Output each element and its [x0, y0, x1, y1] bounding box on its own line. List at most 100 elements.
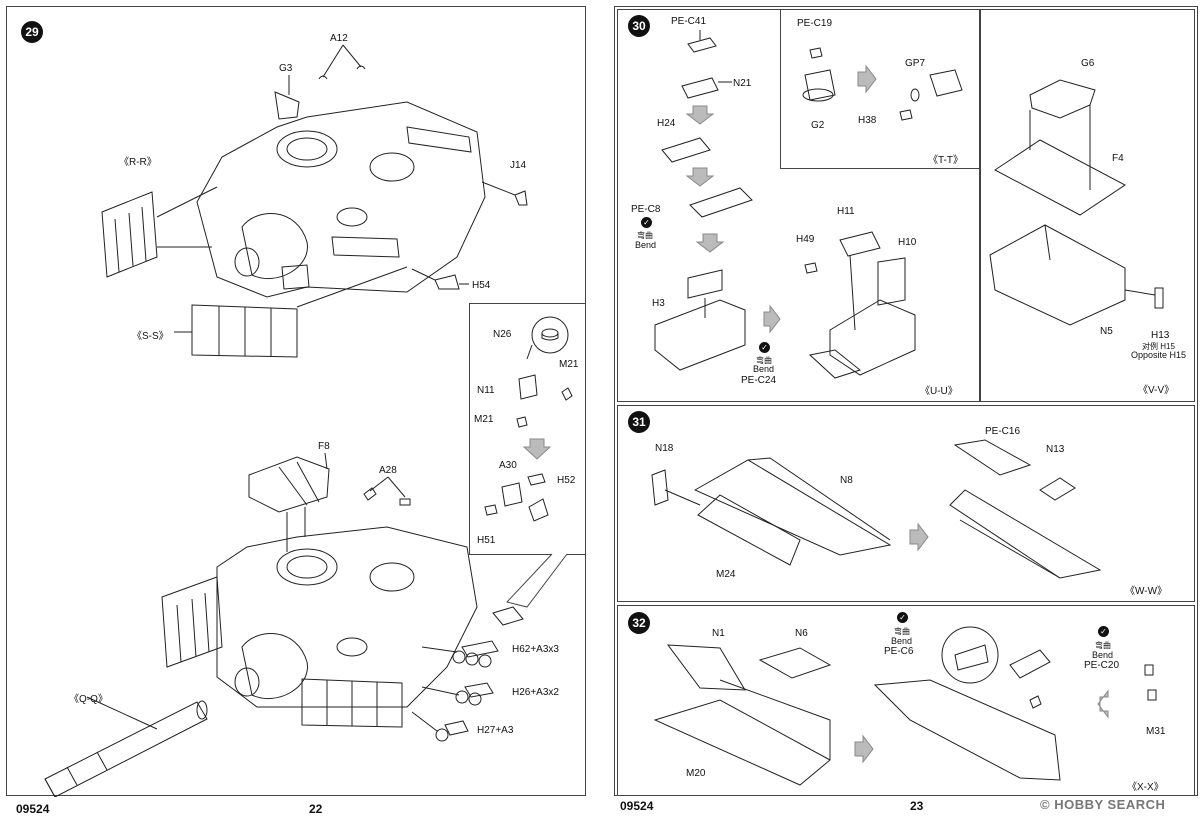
label-n5: N5 [1100, 326, 1113, 337]
bend-en-4: Bend [1092, 650, 1114, 660]
label-pe-c16: PE-C16 [985, 426, 1021, 437]
label-m24: M24 [716, 569, 736, 580]
label-a30: A30 [499, 460, 517, 471]
step-30-vv-panel [980, 9, 1195, 402]
label-pe-c8: PE-C8 [631, 204, 661, 215]
label-h26: H26+A3x2 [512, 687, 559, 698]
j14-part-outline [514, 190, 528, 206]
label-n18: N18 [655, 443, 674, 454]
n11-part-outline [518, 374, 538, 400]
step-32-marker: 32 [628, 612, 650, 634]
label-a28: A28 [379, 465, 397, 476]
step-30-tt-panel [780, 9, 980, 169]
pe-c41-plate [687, 37, 717, 53]
footer-left-code: 09524 [16, 802, 50, 816]
label-g3: G3 [279, 63, 293, 74]
watermark: © HOBBY SEARCH [1040, 797, 1166, 812]
step-31-marker: 31 [628, 411, 650, 433]
label-h10: H10 [898, 237, 917, 248]
section-tt: 《T-T》 [928, 155, 963, 166]
inset-pointer [506, 553, 568, 608]
pe-c6-magnifier [941, 626, 999, 684]
upper-loader-hatch [369, 152, 415, 182]
label-pe-c20: PE-C20 [1084, 660, 1120, 671]
g6-hatch [1029, 79, 1096, 119]
label-n26: N26 [493, 329, 512, 340]
h54-part-outline [434, 274, 460, 290]
pe-c8-assembly [689, 187, 753, 218]
step-29-inset-box [469, 303, 586, 555]
section-qq: 《Q-Q》 [69, 694, 108, 705]
label-f8: F8 [318, 441, 330, 452]
ss-side-armor [191, 304, 298, 358]
label-gp7: GP7 [905, 58, 926, 69]
qq-gun-barrel [44, 700, 208, 797]
gp7-assembly [929, 69, 963, 97]
label-pe-c6: PE-C6 [884, 646, 914, 657]
section-ww: 《W-W》 [1125, 586, 1168, 597]
n1-plate [666, 644, 746, 691]
bend-en-3: Bend [891, 636, 913, 646]
n13-part [1039, 477, 1076, 501]
n5-hull-box [989, 224, 1126, 326]
label-pe-c41: PE-C41 [671, 16, 707, 27]
m24-hull-side [697, 494, 801, 566]
label-h15-en: Opposite H15 [1131, 350, 1187, 360]
label-pe-c24: PE-C24 [741, 375, 777, 386]
label-m20: M20 [686, 768, 706, 779]
assembled-hull-side [949, 489, 1102, 579]
rr-side-armor-upper [101, 191, 158, 278]
footer-right-page: 23 [910, 799, 924, 813]
h62-smoke-dischargers [452, 640, 499, 668]
h26-smoke-dischargers [455, 682, 494, 706]
n21-bracket [681, 77, 719, 99]
a30-part-outline [501, 482, 523, 507]
x-x-assembly [873, 679, 1061, 781]
pe-c24-plate [808, 349, 862, 379]
label-n1: N1 [712, 628, 725, 639]
left-page: 29 [6, 6, 586, 816]
h24-bracket [661, 137, 711, 163]
section-ss: 《S-S》 [132, 331, 169, 342]
f4-frame [994, 139, 1126, 216]
label-n13: N13 [1046, 444, 1065, 455]
step-29-drawing [44, 44, 573, 797]
bend-icon-1: ✓ [641, 217, 652, 228]
label-h52: H52 [557, 475, 576, 486]
upper-gun-mantlet [241, 213, 308, 280]
h11-h10-seat-assembly [829, 299, 916, 376]
step-31-panel [617, 405, 1195, 602]
n8-hull-side [693, 459, 892, 556]
h3-seat-assembly [654, 299, 746, 371]
label-h3: H3 [652, 298, 665, 309]
label-h11: H11 [837, 206, 855, 217]
upper-turret-outline [196, 101, 486, 298]
upper-commander-hatch [276, 130, 338, 168]
pe-c16-plate [953, 439, 1032, 476]
n26-magnifier [531, 316, 569, 354]
n18-part [651, 469, 669, 506]
label-h62: H62+A3x3 [512, 644, 559, 655]
label-m31: M31 [1146, 726, 1166, 737]
step-30-marker: 30 [628, 15, 650, 37]
label-g2: G2 [811, 120, 825, 131]
label-h24: H24 [657, 118, 676, 129]
label-n11: N11 [477, 385, 495, 396]
label-h51: H51 [477, 535, 496, 546]
bend-en-2: Bend [753, 364, 775, 374]
label-h27: H27+A3 [477, 725, 514, 736]
label-j14: J14 [510, 160, 527, 171]
bend-cn-2: 弯曲 [756, 356, 772, 365]
section-vv: 《V-V》 [1138, 385, 1175, 396]
n6-part [758, 647, 832, 679]
step-32-panel [617, 605, 1195, 796]
step-29-marker: 29 [21, 21, 43, 43]
bend-en-1: Bend [635, 240, 657, 250]
footer-left-page: 22 [309, 802, 323, 816]
g2-part [804, 69, 836, 101]
label-h38: H38 [858, 115, 877, 126]
label-m21-upper: M21 [559, 359, 579, 370]
bend-cn-4: 弯曲 [1095, 641, 1111, 650]
bend-cn-3: 弯曲 [894, 627, 910, 636]
